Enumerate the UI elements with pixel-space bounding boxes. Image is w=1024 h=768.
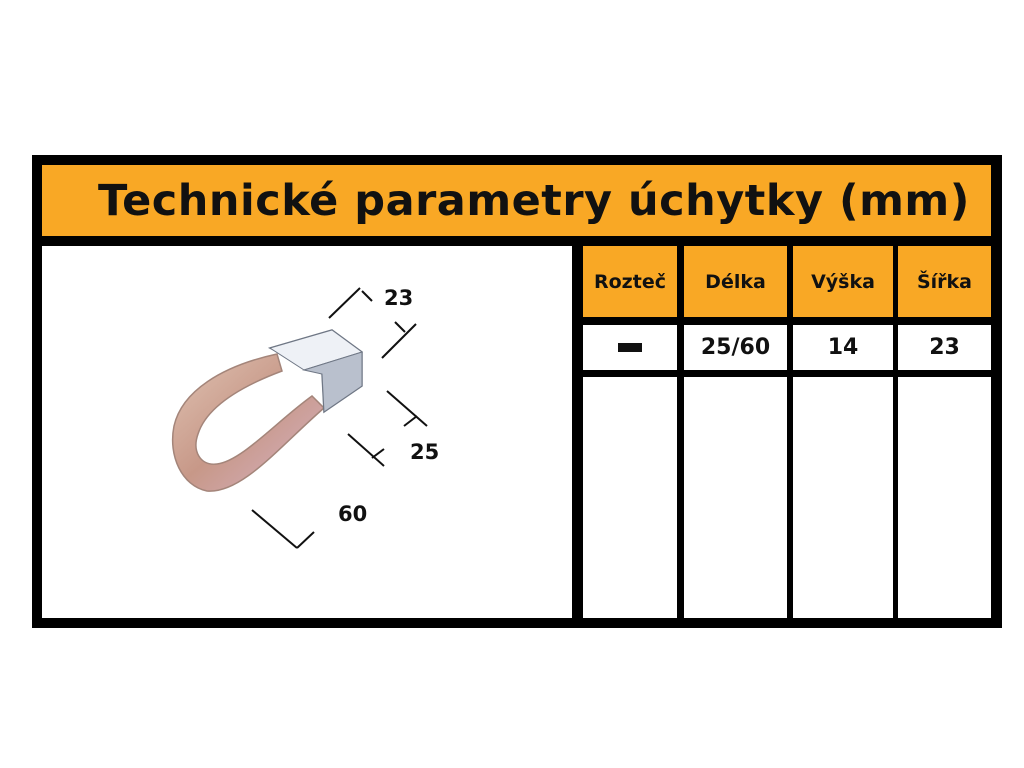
empty-cell-delka [684, 377, 787, 618]
value-sirka: 23 [898, 325, 991, 370]
handle-illustration [171, 287, 428, 549]
dimension-label-length: 60 [338, 502, 368, 526]
value-delka: 25/60 [684, 325, 787, 370]
product-image-pane: 23 25 60 [42, 246, 572, 618]
title-bar: Technické parametry úchytky (mm) [42, 165, 991, 236]
dimension-label-width: 23 [384, 286, 414, 310]
page-title: Technické parametry úchytky (mm) [98, 175, 970, 226]
leather-strap [171, 353, 326, 492]
header-roztec: Rozteč [583, 246, 677, 317]
empty-cell-roztec [583, 377, 677, 618]
dimension-23-lines [328, 287, 417, 359]
header-sirka: Šířka [898, 246, 991, 317]
dimension-label-height: 25 [410, 440, 440, 464]
dimension-25-lines [347, 390, 428, 467]
empty-cell-sirka [898, 377, 991, 618]
empty-cell-vyska [793, 377, 893, 618]
value-vyska: 14 [793, 325, 893, 370]
header-vyska: Výška [793, 246, 893, 317]
value-roztec [583, 325, 677, 370]
dimension-60-lines [251, 509, 315, 549]
header-delka: Délka [684, 246, 787, 317]
dash-symbol [618, 343, 642, 352]
